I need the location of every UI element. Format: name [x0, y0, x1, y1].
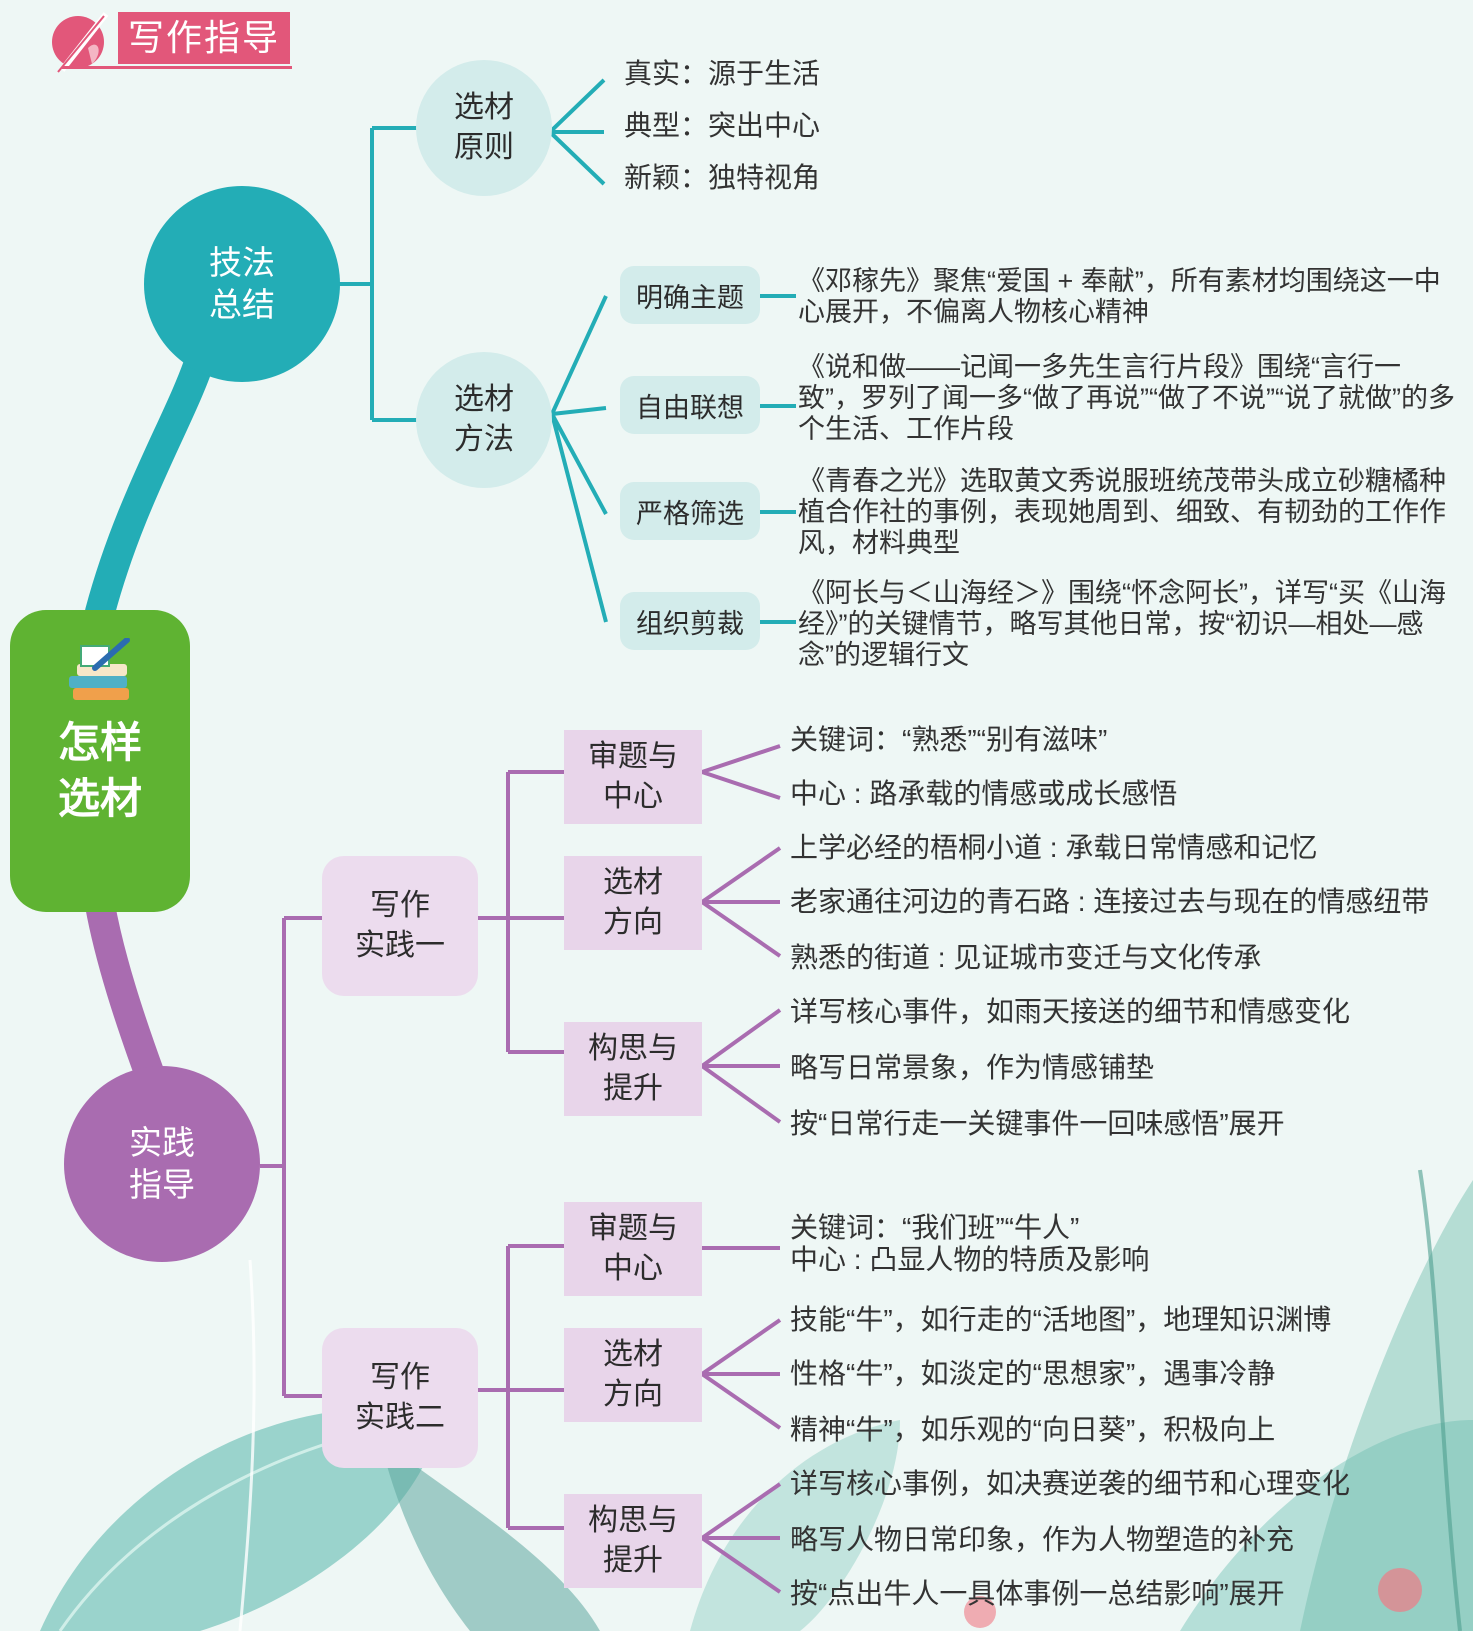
practice2-topic-center: 审题与 中心	[564, 1202, 702, 1296]
practice1-item: 略写日常景象，作为情感铺垫	[790, 1052, 1155, 1083]
practice2-item: 详写核心事例，如决赛逆袭的细节和心理变化	[790, 1468, 1351, 1499]
center-topic: 怎样 选材	[10, 610, 190, 912]
practice2-item: 略写人物日常印象，作为人物塑造的补充	[790, 1524, 1295, 1555]
practice2-item: 精神“牛”，如乐观的“向日葵”，积极向上	[790, 1414, 1276, 1445]
practice2-item: 技能“牛”，如行走的“活地图”，地理知识渊博	[790, 1304, 1332, 1335]
method-organize-trim: 组织剪裁	[620, 592, 760, 650]
pen-logo-icon	[52, 12, 109, 73]
method-description: 《说和做——记闻一多先生言行片段》围绕“言行一致”，罗列了闻一多“做了再说”“做…	[798, 352, 1455, 444]
practice2-item: 关键词：“我们班”“牛人”	[790, 1212, 1080, 1243]
method-strict-filter: 严格筛选	[620, 482, 760, 540]
method-description: 《阿长与＜山海经＞》围绕“怀念阿长”，详写“买《山海经》”的关键情节，略写其他日…	[798, 578, 1446, 670]
branch-practice-guide: 实践 指导	[64, 1066, 260, 1262]
practice1-item: 老家通往河边的青石路 : 连接过去与现在的情感纽带	[790, 886, 1430, 917]
principle-item: 新颖：独特视角	[624, 162, 821, 193]
center-topic-line2: 选材	[57, 775, 142, 822]
practice2-conception: 构思与 提升	[564, 1494, 702, 1588]
principle-item: 典型：突出中心	[624, 110, 821, 141]
page-title: 写作指导	[118, 12, 290, 64]
practice1-conception: 构思与 提升	[564, 1022, 702, 1116]
practice2-item: 中心 : 凸显人物的特质及影响	[790, 1244, 1150, 1275]
node-selection-principles: 选材 原则	[416, 60, 552, 196]
center-topic-line1: 怎样	[57, 719, 142, 766]
practice2-item: 性格“牛”，如淡定的“思想家”，遇事冷静	[790, 1358, 1276, 1389]
method-clarify-theme: 明确主题	[620, 266, 760, 324]
method-description: 《邓稼先》聚焦“爱国 + 奉献”，所有素材均围绕这一中心展开，不偏离人物核心精神	[798, 266, 1441, 327]
principle-item: 真实：源于生活	[624, 58, 821, 89]
branch-technique-summary: 技法 总结	[144, 186, 340, 382]
practice1-item: 按“日常行走一关键事件一回味感悟”展开	[790, 1108, 1285, 1139]
practice1-item: 熟悉的街道 : 见证城市变迁与文化传承	[790, 942, 1262, 973]
books-icon	[69, 637, 130, 700]
node-practice-one: 写作 实践一	[322, 856, 478, 996]
node-selection-methods: 选材 方法	[416, 352, 552, 488]
practice1-item: 上学必经的梧桐小道 : 承载日常情感和记忆	[790, 832, 1318, 863]
practice2-selection-direction: 选材 方向	[564, 1328, 702, 1422]
practice1-item: 中心 : 路承载的情感或成长感悟	[790, 778, 1178, 809]
method-free-association: 自由联想	[620, 376, 760, 434]
title-underline	[62, 66, 292, 69]
method-description: 《青春之光》选取黄文秀说服班统茂带头成立砂糖橘种植合作社的事例，表现她周到、细致…	[798, 466, 1446, 558]
practice2-item: 按“点出牛人一具体事例一总结影响”展开	[790, 1578, 1285, 1609]
practice1-item: 关键词：“熟悉”“别有滋味”	[790, 724, 1108, 755]
practice1-topic-center: 审题与 中心	[564, 730, 702, 824]
node-practice-two: 写作 实践二	[322, 1328, 478, 1468]
practice1-item: 详写核心事件，如雨天接送的细节和情感变化	[790, 996, 1351, 1027]
practice1-selection-direction: 选材 方向	[564, 856, 702, 950]
